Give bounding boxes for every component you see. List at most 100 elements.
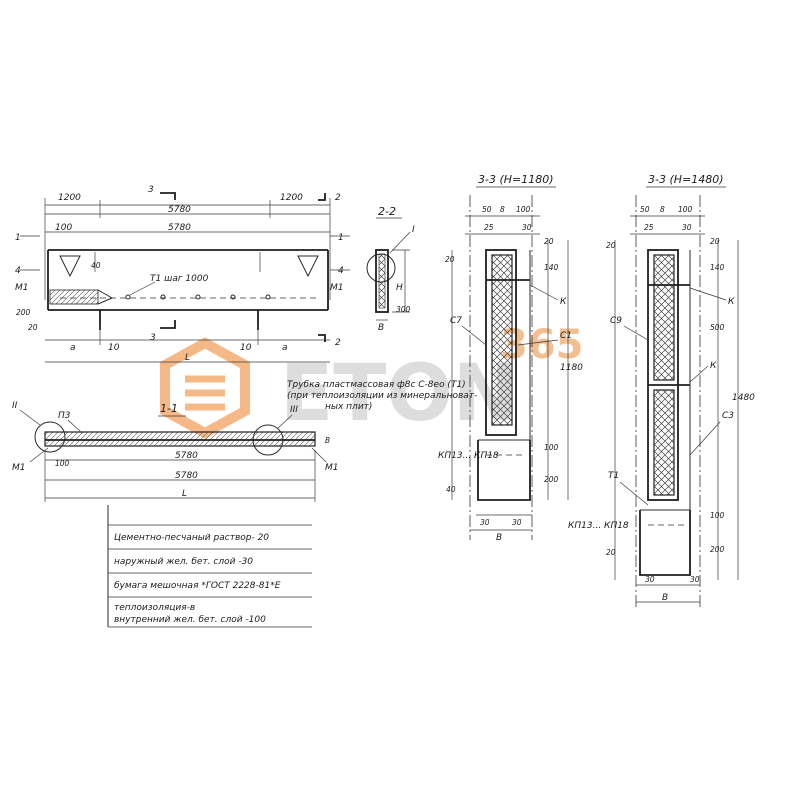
section-1-1-dim-5780-a: 5780 [175, 451, 198, 461]
section-3-3a-C7: С7 [450, 316, 462, 326]
section-3-3a-B: B [496, 533, 502, 543]
section-2-2: 2-2 I H 300 B [366, 205, 415, 333]
section-2-2-mark-H: H [396, 283, 403, 293]
tube-note: Трубка пластмассовая ф8с С-8ео (Т1) (при… [287, 380, 477, 412]
section-3-3a-C1: С1 [560, 331, 572, 341]
section-3-3a-dim-30-right: 30 [512, 518, 522, 527]
section-3-3b-dim-140: 140 [710, 263, 725, 272]
section-1-1-mark-III: III [290, 405, 298, 415]
section-3-3a-dim-50: 50 [482, 205, 492, 214]
section-3-3b-dim-1480: 1480 [732, 393, 755, 403]
plan-dim-1200-left: 1200 [58, 193, 81, 203]
plan-dim-1200-right: 1200 [280, 193, 303, 203]
plan-cut-3-bottom: 3 [150, 333, 156, 343]
section-3-3b-K2: К [710, 361, 717, 371]
section-3-3a-dim-30-left: 30 [480, 518, 490, 527]
plan-label-a-left: a [70, 343, 76, 353]
section-3-3a-dim-20-right: 20 [544, 237, 554, 246]
plan-mark-1-left: 1 [15, 233, 21, 243]
plan-dim-20: 20 [28, 323, 38, 332]
watermark-logo-icon [160, 337, 250, 439]
watermark: ETON 365 [160, 322, 584, 439]
section-3-3a-title: 3-3 (Н=1180) [478, 173, 554, 186]
section-1-1-mark-II: II [12, 401, 18, 411]
tube-note-line-2: (при теплоизоляции из минеральноват- [287, 391, 477, 401]
section-1-1: 1-1 II П3 III M1 M1 B 100 5780 5780 L [12, 401, 339, 502]
plan-label-40-left: 40 [91, 261, 101, 270]
section-3-3b-dim-20-right: 20 [710, 237, 720, 246]
watermark-number: 365 [500, 322, 584, 368]
section-1-1-dim-100: 100 [55, 459, 70, 468]
section-3-3b-dim-20-left: 20 [606, 241, 616, 250]
section-3-3b-dim-30-left: 30 [645, 575, 655, 584]
plan-rebar-note: Т1 шаг 1000 [150, 274, 209, 284]
section-1-1-mark-P3: П3 [58, 411, 71, 421]
plan-label-L: L [185, 353, 190, 363]
section-3-3-h1480: 3-3 (Н=1480) 50 8 100 25 30 20 20 140 50… [568, 173, 755, 610]
plan-label-a-right: a [282, 343, 288, 353]
layer-5: внутренний жел. бет. слой -100 [114, 615, 266, 625]
section-3-3b-dim-8: 8 [660, 205, 665, 214]
section-3-3b-B: B [662, 593, 668, 603]
section-3-3a-dim-20-left: 20 [445, 255, 455, 264]
plan-dim-200: 200 [16, 308, 31, 317]
section-3-3-h1180: 3-3 (Н=1180) 50 8 100 25 30 20 20 140 11… [438, 173, 583, 543]
section-3-3b-title: 3-3 (Н=1480) [648, 173, 724, 186]
plan-dim-100: 100 [55, 223, 72, 233]
section-3-3b-dim-30: 30 [682, 223, 692, 232]
layer-1: Цементно-песчаный раствор- 20 [114, 533, 269, 543]
section-3-3b-dim-50: 50 [640, 205, 650, 214]
plan-cut-2-top: 2 [335, 193, 341, 203]
plan-view: 1200 5780 1200 100 5780 40 Т1 шаг 1000 [15, 185, 350, 363]
plan-dim-5780-mid: 5780 [168, 223, 191, 233]
section-1-1-M1-right: M1 [325, 463, 339, 473]
section-1-1-title: 1-1 [160, 402, 178, 415]
section-3-3b-dim-30-right: 30 [690, 575, 700, 584]
section-1-1-dim-5780-b: 5780 [175, 471, 198, 481]
plan-cut-2-bottom: 2 [335, 338, 341, 348]
watermark-brand: ETON [280, 349, 518, 439]
section-3-3a-dim-25: 25 [484, 223, 494, 232]
section-2-2-mark-B: B [378, 323, 384, 333]
section-3-3a-dim-40: 40 [446, 485, 456, 494]
plan-dim-5780-top: 5780 [168, 205, 191, 215]
section-1-1-M1-left: M1 [12, 463, 26, 473]
section-3-3b-dim-200: 200 [710, 545, 725, 554]
section-3-3a-K: К [560, 297, 567, 307]
section-3-3a-dim-100: 100 [544, 443, 559, 452]
plan-M1-left: M1 [15, 283, 29, 293]
section-3-3b-dim-100: 100 [678, 205, 693, 214]
section-3-3b-C3: С3 [722, 411, 734, 421]
layer-3: бумага мешочная *ГОСТ 2228-81*Е [114, 581, 281, 591]
plan-dim-10-left: 10 [108, 343, 120, 353]
plan-cut-3-top: 3 [148, 185, 154, 195]
tube-note-line-3: ных плит) [325, 402, 372, 412]
section-1-1-mark-B: B [325, 436, 330, 445]
section-3-3b-dim-100: 100 [710, 511, 725, 520]
plan-mark-4-right: 4 [338, 266, 344, 276]
section-2-2-title: 2-2 [378, 205, 396, 218]
tube-note-line-1: Трубка пластмассовая ф8с С-8ео (Т1) [287, 380, 466, 390]
section-3-3b-dim-20-bottom: 20 [606, 548, 616, 557]
plan-mark-1-right: 1 [338, 233, 344, 243]
plan-mark-4-left: 4 [15, 266, 21, 276]
plan-M1-right: M1 [330, 283, 344, 293]
plan-dim-10-right: 10 [240, 343, 252, 353]
section-1-1-L: L [182, 489, 187, 499]
layer-table: Цементно-песчаный раствор- 20 наружный ж… [107, 505, 312, 628]
section-3-3b-dim-500: 500 [710, 323, 725, 332]
section-3-3b-K1: К [728, 297, 735, 307]
section-3-3a-dim-140: 140 [544, 263, 559, 272]
section-3-3b-dim-25: 25 [644, 223, 654, 232]
layer-2: наружный жел. бет. слой -30 [114, 557, 253, 567]
section-3-3a-dim-30: 30 [522, 223, 532, 232]
section-3-3a-dim-100: 100 [516, 205, 531, 214]
section-2-2-mark-I: I [412, 225, 415, 235]
section-3-3a-dim-8: 8 [500, 205, 505, 214]
section-3-3a-dim-200: 200 [544, 475, 559, 484]
layer-4: теплоизоляция-в [114, 603, 195, 613]
section-3-3a-dim-1180: 1180 [560, 363, 583, 373]
section-3-3a-kp: КП13... КП18 [438, 451, 499, 461]
section-3-3b-kp: КП13... КП18 [568, 521, 629, 531]
